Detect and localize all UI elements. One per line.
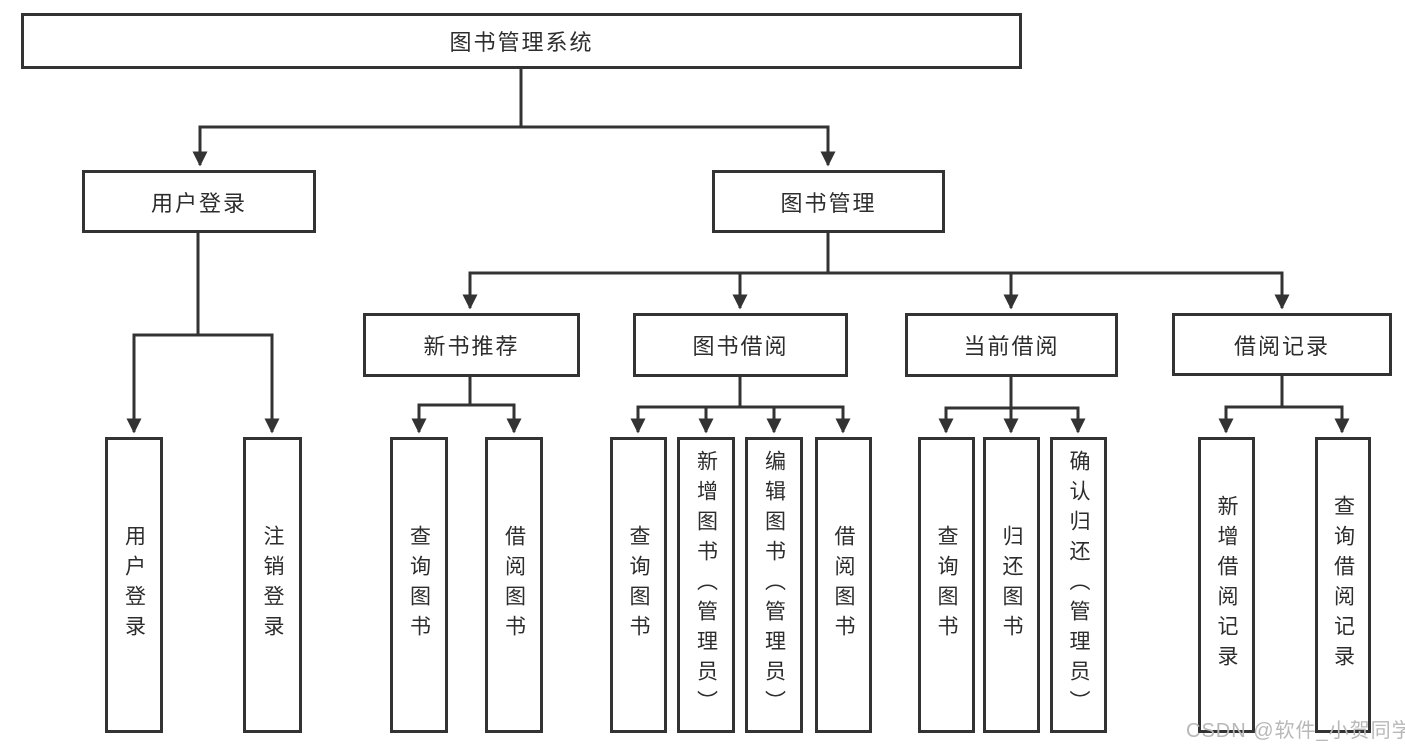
node-book-management: 图书管理 <box>712 170 945 233</box>
node-label: 确认归还（管理员） <box>1067 450 1090 720</box>
node-label: 借阅图书 <box>502 525 526 645</box>
leaf-query-books-2: 查询图书 <box>610 437 667 733</box>
leaf-add-borrow-record: 新增借阅记录 <box>1198 437 1255 733</box>
node-label: 图书管理 <box>780 190 877 216</box>
node-label: 借阅图书 <box>832 525 855 645</box>
leaf-add-books-admin: 新增图书（管理员） <box>677 437 735 733</box>
node-book-borrowing: 图书借阅 <box>633 313 848 377</box>
node-label: 新增借阅记录 <box>1215 495 1238 675</box>
node-label: 查询图书 <box>627 525 650 645</box>
node-label: 新增图书（管理员） <box>694 450 718 720</box>
node-current-borrowing: 当前借阅 <box>905 313 1118 377</box>
node-library-management-system: 图书管理系统 <box>21 13 1022 69</box>
node-label: 归还图书 <box>1000 525 1023 645</box>
leaf-user-login: 用户登录 <box>105 437 163 733</box>
leaf-logout: 注销登录 <box>243 437 302 733</box>
node-label: 编辑图书（管理员） <box>762 450 786 720</box>
leaf-confirm-return-admin: 确认归还（管理员） <box>1050 437 1107 733</box>
node-label: 查询借阅记录 <box>1331 495 1355 675</box>
node-label: 借阅记录 <box>1233 333 1330 359</box>
node-label: 用户登录 <box>122 525 146 645</box>
node-label: 图书借阅 <box>692 334 789 359</box>
node-label: 用户登录 <box>150 190 247 216</box>
node-label: 注销登录 <box>261 525 284 645</box>
node-label: 新书推荐 <box>423 334 520 359</box>
node-label: 图书管理系统 <box>449 30 594 55</box>
leaf-query-borrow-record: 查询借阅记录 <box>1315 437 1371 733</box>
node-label: 查询图书 <box>935 525 958 645</box>
leaf-query-books-3: 查询图书 <box>918 437 975 733</box>
node-borrowing-records: 借阅记录 <box>1172 313 1392 376</box>
node-label: 当前借阅 <box>963 334 1060 359</box>
leaf-edit-books-admin: 编辑图书（管理员） <box>745 437 803 733</box>
leaf-borrow-books-2: 借阅图书 <box>815 437 872 733</box>
leaf-return-books: 归还图书 <box>983 437 1040 733</box>
leaf-query-books-1: 查询图书 <box>390 437 448 733</box>
leaf-borrow-books-1: 借阅图书 <box>485 437 543 733</box>
csdn-watermark: CSDN @软件_小贺同学 <box>1186 720 1405 742</box>
node-user-login: 用户登录 <box>82 170 316 233</box>
node-label: 查询图书 <box>407 525 431 645</box>
node-new-book-recommendation: 新书推荐 <box>363 313 580 377</box>
